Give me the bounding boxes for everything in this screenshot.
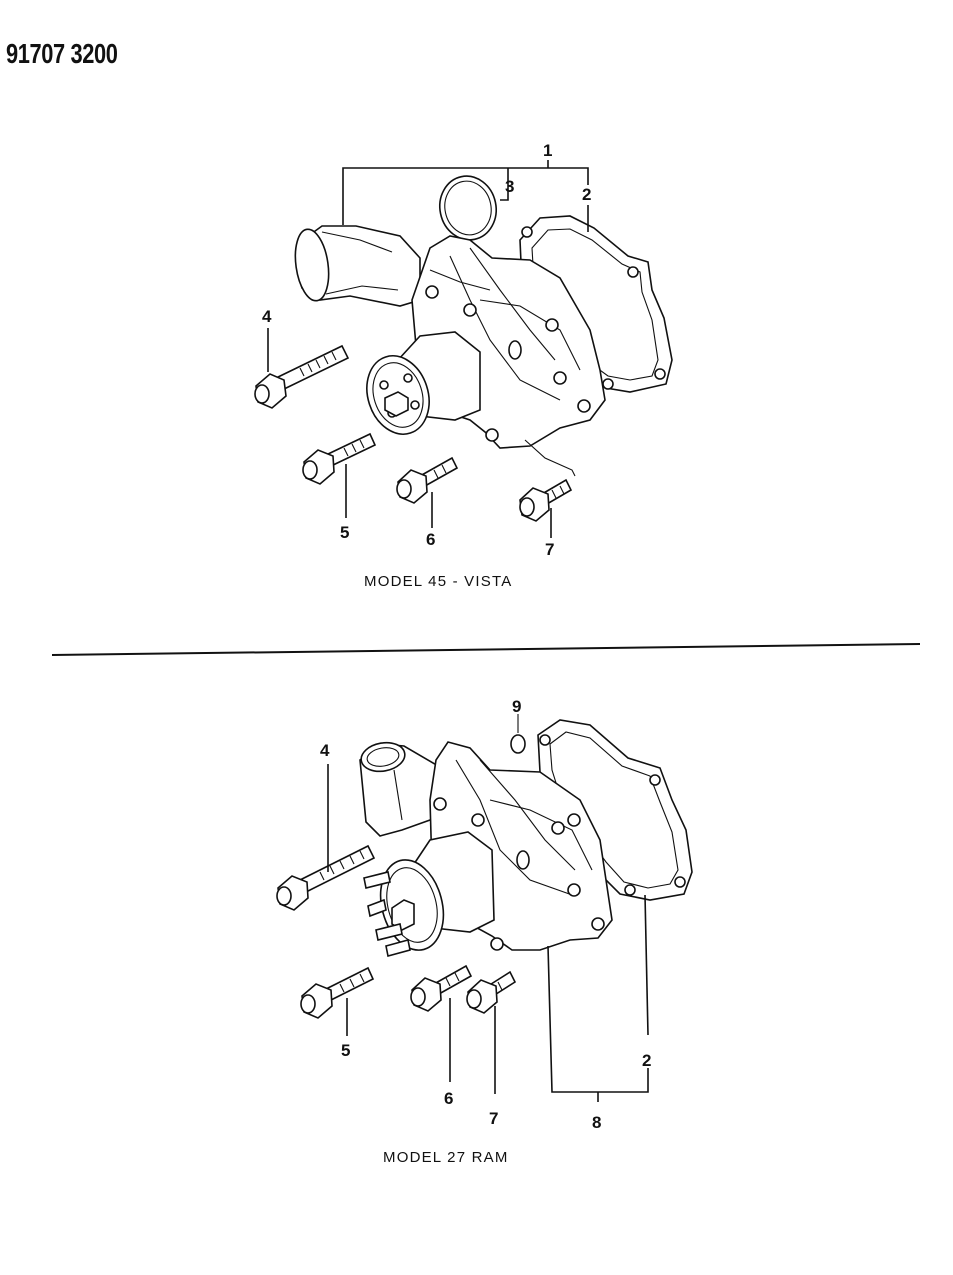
gasket-part-2 — [519, 205, 673, 393]
top-view-caption: MODEL 45 - VISTA — [364, 573, 512, 590]
bolt-part-4-top — [254, 328, 350, 409]
section-divider — [51, 643, 921, 656]
callout-9-bottom: 9 — [512, 697, 521, 716]
bolt-part-5-bottom — [300, 966, 375, 1036]
callout-7: 7 — [545, 540, 554, 559]
bolt-part-5-top — [302, 432, 377, 518]
water-pump-top — [294, 225, 606, 477]
bottom-view: 2 4 5 6 7 8 9 MODEL 27 RAM — [276, 697, 693, 1166]
callout-3: 3 — [505, 177, 514, 196]
callout-2-bottom: 2 — [642, 1051, 651, 1070]
callout-1: 1 — [543, 141, 552, 160]
callout-7-bottom: 7 — [489, 1109, 498, 1128]
callout-2: 2 — [582, 185, 591, 204]
bolt-part-4-bottom — [276, 764, 376, 911]
callout-4: 4 — [262, 307, 272, 326]
o-ring-part-9 — [510, 714, 526, 754]
bolt-part-6-bottom — [410, 964, 473, 1082]
top-view: 1 2 3 4 5 6 7 MODEL 45 - VISTA — [254, 141, 673, 590]
callout-4-bottom: 4 — [320, 741, 330, 760]
document-number: 91707 3200 — [6, 38, 118, 69]
bolt-part-6-top — [396, 456, 459, 528]
bolt-part-7-top — [519, 478, 573, 538]
gasket-part-2-bottom — [537, 719, 693, 1036]
callout-6: 6 — [426, 530, 435, 549]
water-pump-bottom — [359, 741, 649, 1102]
o-ring-part-3 — [439, 175, 497, 241]
callout-1-bracket — [342, 160, 589, 225]
callout-6-bottom: 6 — [444, 1089, 453, 1108]
callout-5: 5 — [340, 523, 349, 542]
callout-8-bottom: 8 — [592, 1113, 601, 1132]
bottom-view-caption: MODEL 27 RAM — [383, 1149, 509, 1166]
bolt-part-7-bottom — [466, 970, 517, 1094]
callout-5-bottom: 5 — [341, 1041, 350, 1060]
